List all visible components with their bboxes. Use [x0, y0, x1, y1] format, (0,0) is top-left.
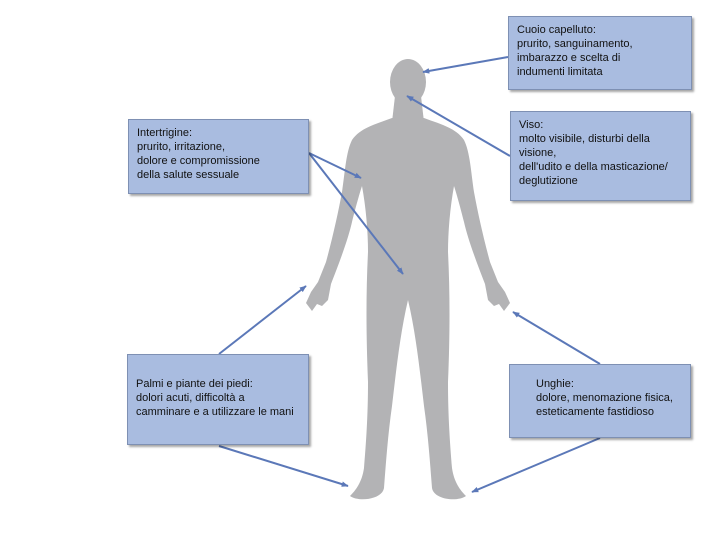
callout-intertrigo: Intertrigine: prurito, irritazione, dolo…	[128, 119, 309, 194]
arrow-nails-hand	[512, 311, 601, 365]
callout-face-description: molto visibile, disturbi della visione, …	[519, 133, 668, 187]
arrow-palms-foot	[218, 445, 349, 487]
arrow-nails-foot	[471, 437, 601, 493]
callout-palms-soles-title: Palmi e piante dei piedi:	[136, 378, 253, 390]
callout-scalp-description: prurito, sanguinamento, imbarazzo e scel…	[517, 38, 633, 78]
arrow-scalp	[422, 56, 509, 74]
callout-arrows	[218, 56, 601, 493]
callout-palms-soles-description: dolori acuti, difficoltà a camminare e a…	[136, 392, 294, 418]
callout-nails-description: dolore, menomazione fisica, esteticament…	[536, 392, 673, 418]
callout-nails: Unghie: dolore, menomazione fisica, este…	[509, 364, 691, 438]
arrow-intertrigo-armpit	[308, 152, 362, 179]
arrow-face	[406, 95, 511, 157]
callout-intertrigo-description: prurito, irritazione, dolore e compromis…	[137, 141, 260, 181]
callout-palms-soles: Palmi e piante dei piedi: dolori acuti, …	[127, 354, 309, 445]
human-body-silhouette	[306, 59, 510, 500]
callout-scalp: Cuoio capelluto: prurito, sanguinamento,…	[508, 16, 692, 90]
callout-face-title: Viso:	[519, 119, 544, 131]
arrow-palms-hand	[218, 285, 307, 355]
callout-intertrigo-title: Intertrigine:	[137, 127, 193, 139]
callout-face: Viso: molto visibile, disturbi della vis…	[510, 111, 691, 201]
callout-nails-title: Unghie:	[536, 378, 574, 390]
arrow-intertrigo-groin	[308, 152, 404, 275]
callout-scalp-title: Cuoio capelluto:	[517, 24, 596, 36]
